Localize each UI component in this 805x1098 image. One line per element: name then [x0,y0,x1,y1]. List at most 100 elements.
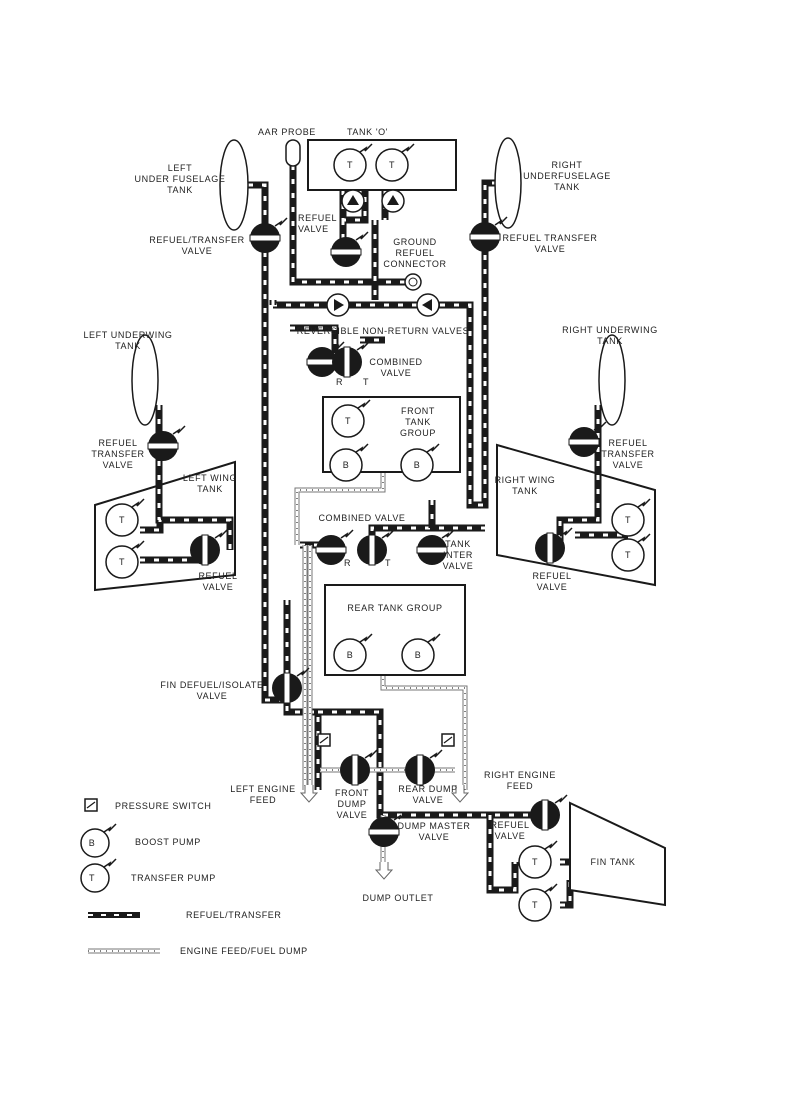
left-wing-refuel-transfer-valve[interactable] [147,431,179,461]
right-engine-feed-label: RIGHT ENGINE [484,770,556,780]
combined-valve-t[interactable] [332,346,362,378]
right-wing-tank [496,443,656,587]
fin-refuel-valve-label: REFUEL [490,820,529,830]
left-wing-refuel-valve[interactable] [190,534,220,566]
pump-letter: T [347,160,353,170]
right-wing-transfer-pump-1: T [611,503,645,537]
right-wing-refuel-transfer-valve-label: REFUEL [608,438,647,448]
motor-icon [274,217,288,227]
left-under-fuselage-tank-label: LEFT [168,163,192,173]
valve-r-letter: R [344,558,351,568]
legend-refuel-transfer-label: REFUEL/TRANSFER [186,910,282,920]
rear-dump-valve-label: REAR DUMP [398,784,457,794]
right-underwing-tank-label: TANK [597,336,623,346]
pump-letter: B [415,650,422,660]
left-refuel-transfer-valve[interactable] [249,223,281,253]
ground-refuel-connector-label: GROUND [393,237,437,247]
fin-defuel-isolate-valve[interactable] [272,672,302,704]
left-wing-transfer-pump-1: T [105,503,139,537]
left-wing-tank [94,460,236,592]
motor-icon [296,667,310,677]
front-tank-group-label: FRONT [401,406,435,416]
front-dump-valve[interactable] [340,754,370,786]
left-under-fuselage-tank-label: UNDER FUSELAGE [135,174,226,184]
pump-letter: T [389,160,395,170]
fin-defuel-isolate-valve-label: FIN DEFUEL/ISOLATE [160,680,263,690]
right-wing-tank-label: TANK [512,486,538,496]
fin-defuel-isolate-valve-label: VALVE [197,691,228,701]
right-underfuselage-tank [494,137,522,229]
motor-icon [544,883,558,893]
combined-valve-r[interactable] [306,347,338,377]
rear-dump-valve[interactable] [405,754,435,786]
tank-inter-valve[interactable] [416,535,448,565]
front-dump-valve-label: DUMP [338,799,367,809]
right-wing-refuel-transfer-valve[interactable] [568,427,600,457]
combined-valve-rear-label: COMBINED VALVE [318,513,405,523]
left-wing-transfer-pump-2: T [105,545,139,579]
pump-letter: B [414,460,421,470]
right-refuel-valve-label: VALVE [537,582,568,592]
rear-boost-pump-1: B [333,638,367,672]
motor-icon [494,216,508,226]
combined-valve-rear-r[interactable] [315,535,347,565]
front-tank-group-label: TANK [405,417,431,427]
legend-pressure-switch-label: PRESSURE SWITCH [115,801,212,811]
motor-icon [427,633,441,643]
legend-b-letter: B [89,838,96,848]
motor-icon [401,143,415,153]
motor-icon [544,840,558,850]
right-underfuselage-tank-label: RIGHT [552,160,583,170]
combined-valve-rear-t[interactable] [357,534,387,566]
fin-transfer-pump-2: T [518,888,552,922]
right-underfuselage-tank-label: UNDERFUSELAGE [523,171,611,181]
right-wing-refuel-transfer-valve-label: VALVE [613,460,644,470]
right-refuel-transfer-valve-label: VALVE [535,244,566,254]
motor-icon [131,540,145,550]
pressure-switch-right [441,733,455,747]
right-wing-refuel-transfer-valve-label: TRANSFER [601,449,654,459]
refuel-valve[interactable] [330,237,362,267]
dump-master-valve-label: VALVE [419,832,450,842]
motor-icon [429,749,443,759]
pump-letter: B [343,460,350,470]
aar-probe-label: AAR PROBE [258,127,316,137]
pump-letter: T [119,515,125,525]
dump-outlet-label: DUMP OUTLET [363,893,434,903]
fin-refuel-valve[interactable] [530,799,560,831]
legend-transfer-pump-label: TRANSFER PUMP [131,873,216,883]
motor-icon [356,341,370,351]
front-boost-pump-1: B [329,448,363,482]
front-boost-pump-2: B [400,448,434,482]
ground-refuel-connector-label: CONNECTOR [383,259,446,269]
motor-icon [340,529,354,539]
front-dump-valve-label: FRONT [335,788,369,798]
left-under-fuselage-tank [219,139,249,231]
motor-icon [559,527,573,537]
dump-master-valve[interactable] [368,817,400,847]
left-wing-tank-label: TANK [197,484,223,494]
pump-letter: T [345,416,351,426]
right-wing-refuel-valve[interactable] [535,532,565,564]
motor-icon [593,421,607,431]
combined-valve-front-label: COMBINED [369,357,422,367]
ground-refuel-connector-label: REFUEL [395,248,434,258]
tank-o-label: TANK 'O' [347,127,388,137]
fin-tank [569,801,666,907]
legend-boost-pump-label: BOOST PUMP [135,837,201,847]
pump-letter: T [625,550,631,560]
left-wing-tank-label: LEFT WING [183,473,237,483]
right-engine-feed-label: FEED [507,781,533,791]
left-engine-feed-arrow [299,785,319,803]
left-under-fuselage-tank-label: TANK [167,185,193,195]
fin-refuel-valve-label: VALVE [495,831,526,841]
left-refuel-transfer-valve-label: VALVE [182,246,213,256]
left-refuel-transfer-valve-label: REFUEL/TRANSFER [149,235,245,245]
dump-outlet-arrow [374,862,394,880]
combined-valve-front-label: VALVE [381,368,412,378]
front-transfer-pump: T [331,404,365,438]
tank-o-nrv-2 [381,189,405,213]
motor-icon [355,443,369,453]
right-refuel-transfer-valve[interactable] [469,222,501,252]
